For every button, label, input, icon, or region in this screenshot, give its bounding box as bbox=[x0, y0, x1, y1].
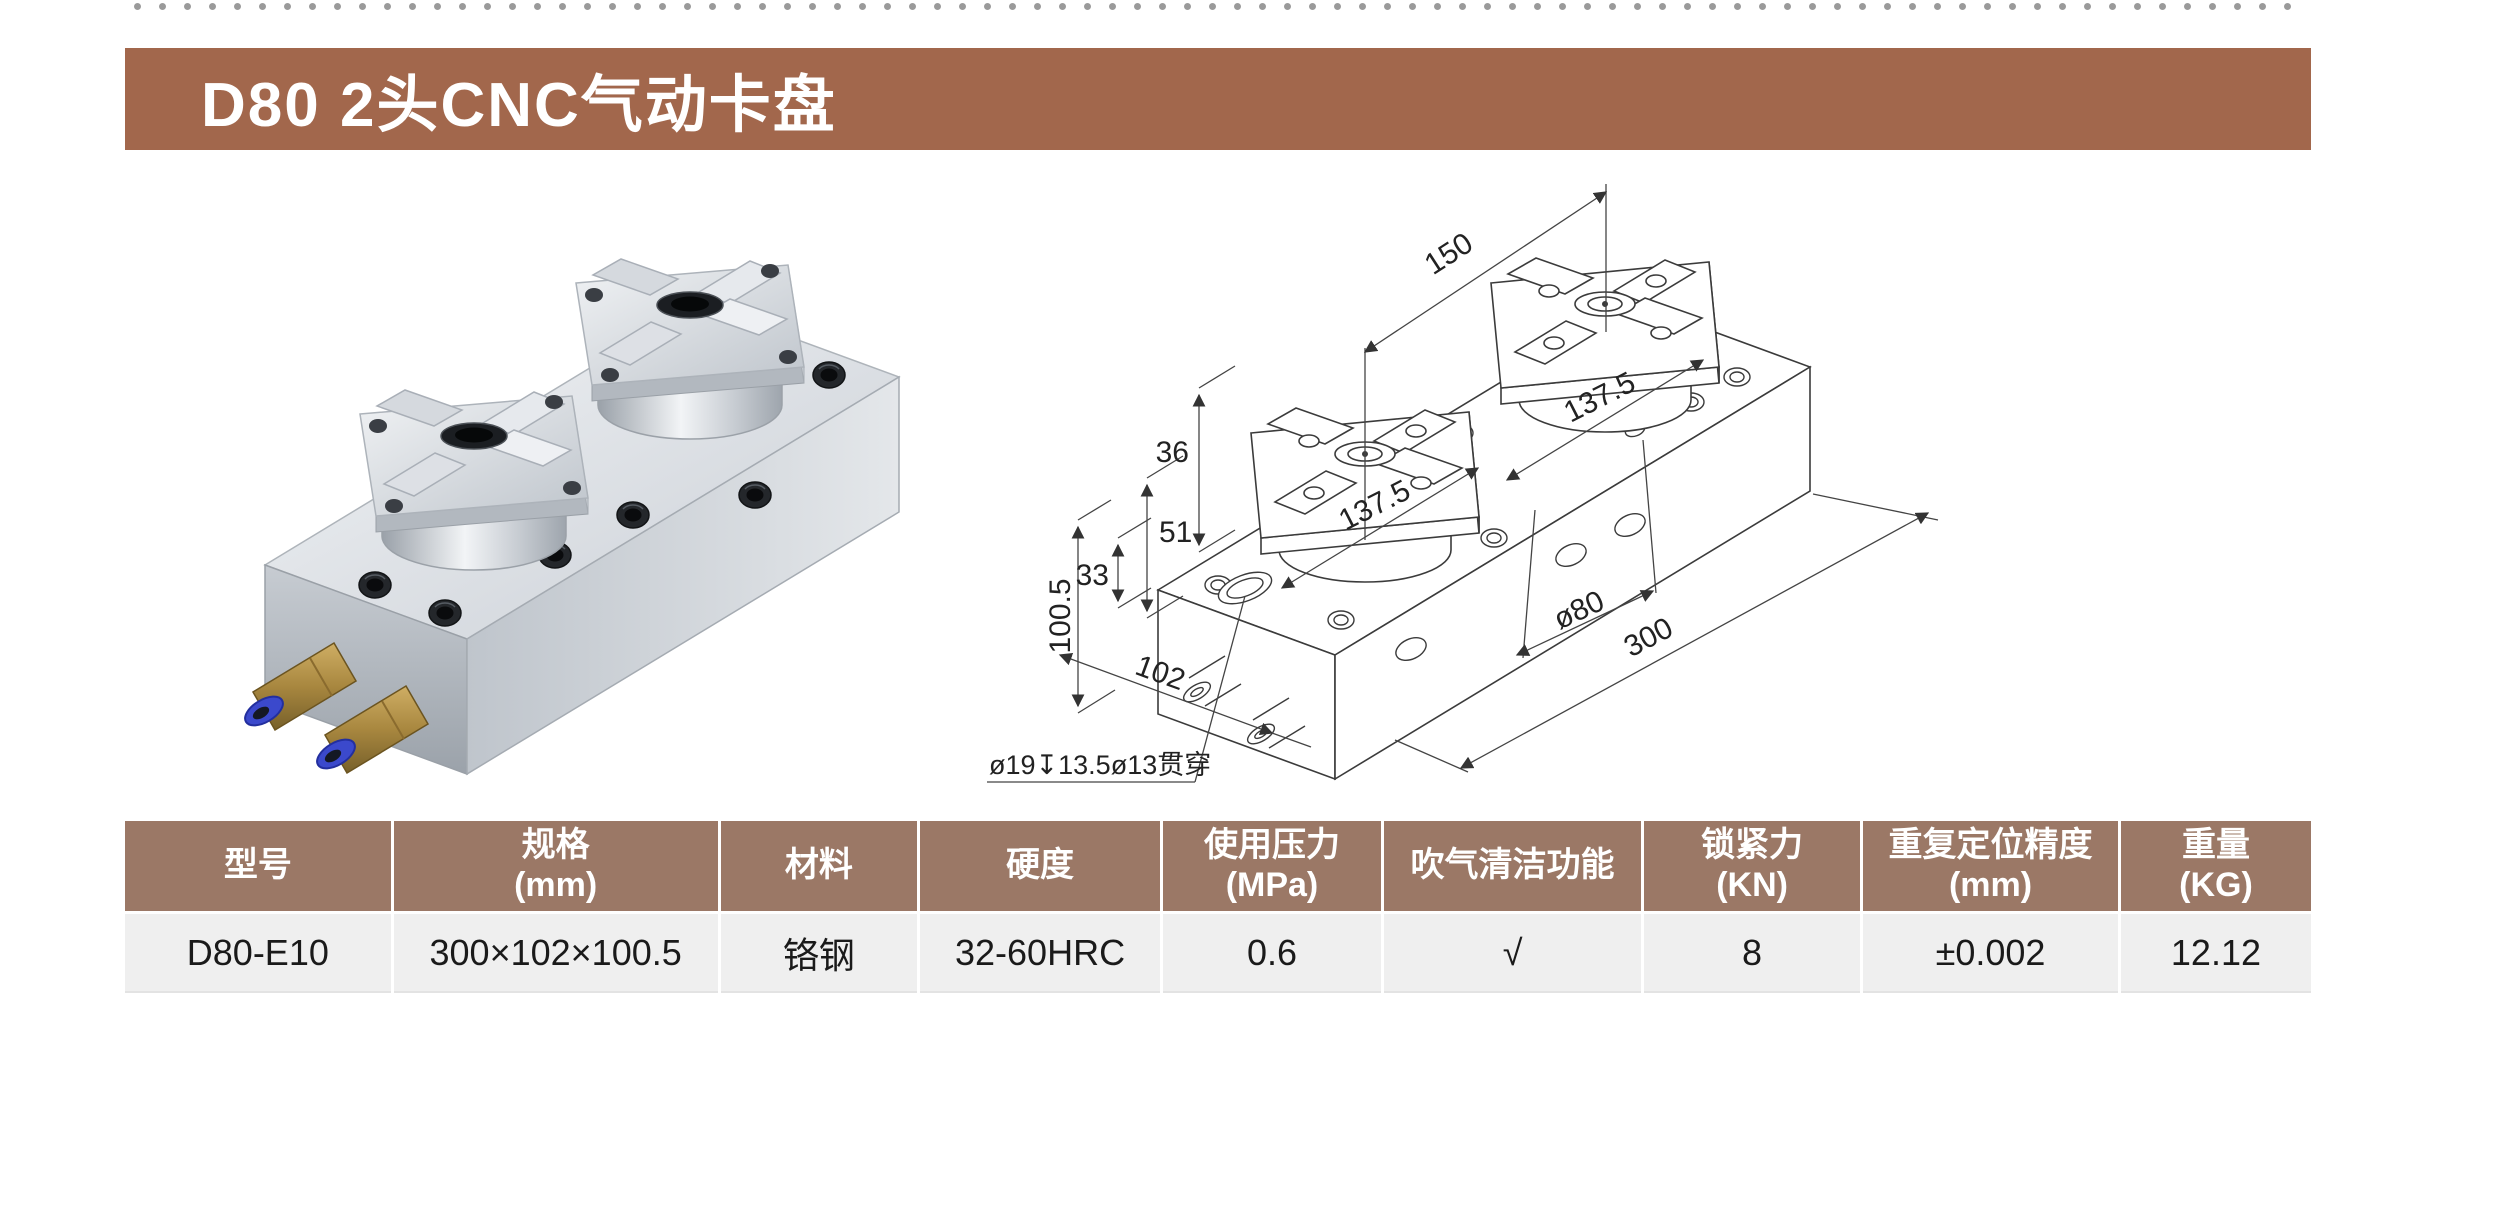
col-label: 重复定位精度 bbox=[1888, 826, 2093, 865]
photo-chuck-front bbox=[359, 389, 589, 571]
col-header-weight: 重量 (KG) bbox=[2120, 821, 2311, 911]
dim-51-label: 51 bbox=[1159, 516, 1192, 549]
technical-drawing: 150 36 51 33 100.5 102 137.5 137.5 ø80 3… bbox=[975, 80, 1965, 820]
photo-air-fitting bbox=[316, 684, 430, 775]
photo-chuck-rear bbox=[575, 258, 805, 440]
drawing-hole-note: ø19↧13.5ø13贯穿 bbox=[989, 750, 1211, 780]
photo-air-fitting bbox=[244, 641, 358, 732]
col-unit: (KN) bbox=[1716, 866, 1788, 904]
col-header-pressure: 使用压力 (MPa) bbox=[1162, 821, 1382, 911]
dotted-divider bbox=[125, 1, 2303, 12]
col-header-lock-force: 锁紧力 (KN) bbox=[1644, 821, 1861, 911]
col-label: 锁紧力 bbox=[1701, 826, 1804, 865]
col-label: 材料 bbox=[784, 846, 853, 885]
col-header-material: 材料 bbox=[720, 821, 918, 911]
photo-screw bbox=[358, 571, 392, 599]
col-label: 型号 bbox=[223, 846, 292, 885]
technical-drawing-svg: 150 36 51 33 100.5 102 137.5 137.5 ø80 3… bbox=[987, 184, 1939, 783]
spec-table: 型号 规格 (mm) 材料 硬度 使用压力 (MPa) 吹气清洁功能 bbox=[125, 821, 2311, 993]
col-label: 重量 bbox=[2181, 826, 2250, 865]
col-header-hardness: 硬度 bbox=[920, 821, 1160, 911]
photo-screw bbox=[812, 361, 846, 389]
cell-material: 铬钢 bbox=[720, 914, 918, 993]
product-photo-svg bbox=[244, 258, 901, 776]
col-unit: (mm) bbox=[1948, 866, 2033, 904]
dim-150-label: 150 bbox=[1419, 227, 1479, 282]
col-label: 规格 bbox=[521, 826, 590, 865]
col-header-air-clean: 吹气清洁功能 bbox=[1384, 821, 1642, 911]
cell-air-clean: √ bbox=[1384, 914, 1642, 993]
dim-100-5-label: 100.5 bbox=[1044, 578, 1077, 653]
page-title-bar: D80 2头CNC气动卡盘 bbox=[125, 48, 2311, 150]
cell-pressure: 0.6 bbox=[1162, 914, 1382, 993]
col-label: 吹气清洁功能 bbox=[1410, 846, 1615, 885]
col-unit: (mm) bbox=[514, 866, 598, 904]
dim-33-label: 33 bbox=[1076, 559, 1109, 592]
col-label: 硬度 bbox=[1006, 846, 1075, 885]
col-label: 使用压力 bbox=[1203, 826, 1340, 865]
cell-lock-force: 8 bbox=[1644, 914, 1861, 993]
col-header-size: 规格 (mm) bbox=[393, 821, 718, 911]
col-unit: (MPa) bbox=[1225, 866, 1319, 904]
dimension-lines bbox=[987, 184, 1939, 783]
photo-screw bbox=[616, 501, 650, 529]
dim-36-label: 36 bbox=[1156, 436, 1189, 469]
cell-model: D80-E10 bbox=[125, 914, 391, 993]
col-header-model: 型号 bbox=[125, 821, 391, 911]
photo-screw bbox=[738, 481, 772, 509]
dim-300-label: 300 bbox=[1619, 611, 1679, 664]
cell-repeat-accuracy: ±0.002 bbox=[1863, 914, 2118, 993]
photo-base-front-face bbox=[466, 375, 900, 776]
photo-screw bbox=[428, 599, 462, 627]
col-header-repeat-accuracy: 重复定位精度 (mm) bbox=[1863, 821, 2118, 911]
cell-hardness: 32-60HRC bbox=[920, 914, 1160, 993]
spec-table-header: 型号 规格 (mm) 材料 硬度 使用压力 (MPa) 吹气清洁功能 bbox=[125, 821, 2311, 911]
col-unit: (KG) bbox=[2179, 866, 2253, 904]
cell-size: 300×102×100.5 bbox=[393, 914, 718, 993]
page-title: D80 2头CNC气动卡盘 bbox=[201, 71, 837, 140]
cell-weight: 12.12 bbox=[2120, 914, 2311, 993]
product-photo bbox=[195, 165, 935, 777]
spec-table-row: D80-E10 300×102×100.5 铬钢 32-60HRC 0.6 √ … bbox=[125, 911, 2311, 993]
